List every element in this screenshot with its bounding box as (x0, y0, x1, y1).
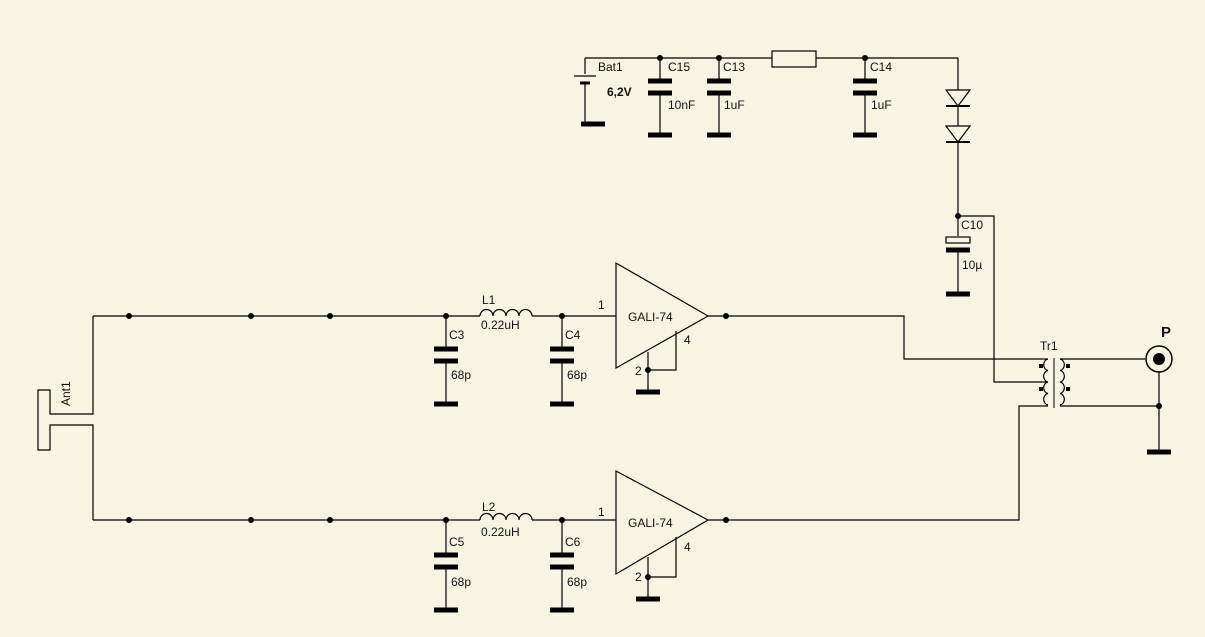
inductor-l1: L1 0.22uH (479, 293, 533, 332)
capacitor-c15: C15 10nF (648, 55, 695, 138)
resistor (771, 50, 817, 68)
diode-string (944, 58, 972, 219)
capacitor-c6: C6 68p (550, 517, 587, 613)
amp-lower-pin2: 2 (635, 570, 642, 584)
c13-ref-label: C13 (723, 60, 745, 74)
l2-value-label: 0.22uH (481, 525, 520, 539)
inductor-l2: L2 0.22uH (479, 500, 533, 539)
c4-ref-label: C4 (565, 328, 581, 342)
transformer-tr1: Tr1 (1039, 339, 1159, 408)
c3-value-label: 68p (451, 368, 471, 382)
c15-value-label: 10nF (668, 98, 695, 112)
amp-upper-pin1: 1 (598, 298, 605, 312)
c5-value-label: 68p (451, 575, 471, 589)
capacitor-c5: C5 68p (434, 520, 471, 613)
c4-value-label: 68p (567, 368, 587, 382)
amplifier-upper: GALI-74 1 4 2 (598, 261, 729, 395)
amplifier-lower: GALI-74 1 4 2 (598, 470, 729, 602)
upper-amplifier-chain: L1 0.22uH C3 68p C4 68p GAL (93, 261, 1040, 407)
diode-upper (944, 89, 972, 107)
battery-ref-label: Bat1 (598, 60, 623, 74)
capacitor-c14: C14 1uF (853, 55, 892, 138)
l2-ref-label: L2 (482, 500, 496, 514)
amp-lower-pin1: 1 (598, 505, 605, 519)
capacitor-c4: C4 68p (550, 313, 587, 407)
c10-ref-label: C10 (961, 218, 983, 232)
amp-upper-pin4: 4 (684, 333, 691, 347)
c3-ref-label: C3 (449, 328, 465, 342)
amp-lower-label: GALI-74 (628, 516, 673, 530)
c14-ref-label: C14 (870, 60, 892, 74)
output-ref-label: P (1161, 324, 1171, 341)
battery-bat1: Bat1 6,2V (574, 58, 632, 127)
l1-value-label: 0.22uH (481, 318, 520, 332)
capacitor-c13: C13 1uF (707, 55, 745, 138)
amp-lower-pin4: 4 (684, 540, 691, 554)
amp-upper-label: GALI-74 (628, 310, 673, 324)
output-connector-p: P (1145, 324, 1173, 455)
c15-ref-label: C15 (668, 60, 690, 74)
power-supply-section: Bat1 6,2V C15 10nF C13 1uF (574, 50, 1040, 383)
diode-lower (944, 125, 972, 143)
capacitor-c10: C10 10µ (945, 216, 983, 297)
c5-ref-label: C5 (449, 535, 465, 549)
antenna-ant1: Ant1 (37, 316, 94, 520)
c6-ref-label: C6 (565, 535, 581, 549)
amp-upper-pin2: 2 (635, 364, 642, 378)
battery-voltage-label: 6,2V (607, 85, 632, 99)
c10-value-label: 10µ (962, 258, 982, 272)
c14-value-label: 1uF (871, 98, 892, 112)
c13-value-label: 1uF (724, 98, 745, 112)
tr1-ref-label: Tr1 (1040, 339, 1058, 353)
l1-ref-label: L1 (482, 293, 496, 307)
lower-amplifier-chain: L2 0.22uH C5 68p C6 68p GAL (93, 405, 1040, 613)
antenna-ref-label: Ant1 (59, 381, 73, 406)
capacitor-c3: C3 68p (434, 316, 471, 407)
c6-value-label: 68p (567, 575, 587, 589)
